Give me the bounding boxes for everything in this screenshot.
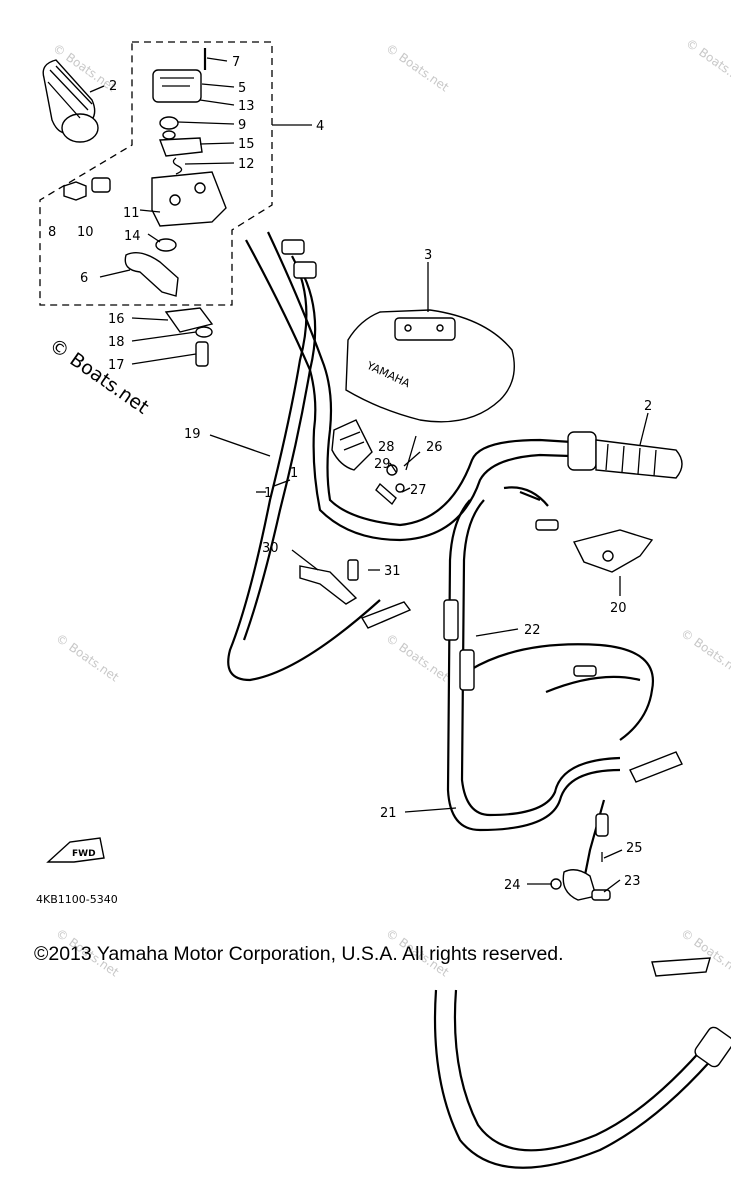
handlebar-cover: YAMAHA (345, 309, 515, 423)
callout-12: 12 (238, 157, 255, 172)
callout-7: 7 (232, 55, 240, 70)
leader-lines (89, 57, 649, 893)
callout-24: 24 (504, 878, 521, 893)
callout-20: 20 (610, 601, 627, 616)
cable-bracket (299, 559, 359, 605)
lever-bracket (572, 529, 654, 573)
throttle-cables (227, 239, 412, 682)
callout-18: 18 (108, 335, 125, 350)
callout-9: 9 (238, 118, 246, 133)
throttle-assembly-outline (39, 41, 273, 306)
callout-31: 31 (384, 564, 401, 579)
callout-11: 11 (123, 206, 140, 221)
callout-26: 26 (426, 440, 443, 455)
watermark: © Boats.net (683, 36, 731, 90)
callout-2: 2 (109, 79, 117, 94)
brake-cables (443, 486, 683, 832)
watermark: © Boats.net (678, 626, 731, 680)
callout-29: 29 (374, 457, 391, 472)
throttle-housing-parts (63, 48, 227, 367)
callout-17: 17 (108, 358, 125, 373)
callout-23: 23 (624, 874, 641, 889)
watermark: © Boats.net (383, 631, 451, 685)
callout-1: 1 (290, 466, 298, 481)
fwd-label: FWD (72, 849, 96, 859)
callout-10: 10 (77, 225, 94, 240)
callout-3: 3 (424, 248, 432, 263)
callout-21: 21 (380, 806, 397, 821)
callout-6: 6 (80, 271, 88, 286)
brake-linkage (550, 799, 611, 901)
callout-8: 8 (48, 225, 56, 240)
callout-14: 14 (124, 229, 141, 244)
callout-1: 1 (264, 486, 272, 501)
watermark: © Boats.net (383, 41, 451, 95)
left-grip (42, 59, 99, 143)
callout-4: 4 (316, 119, 324, 134)
callout-labels: 7 2 5 13 4 9 15 12 8 10 11 14 6 16 18 17… (48, 55, 652, 893)
part-code: 4KB1100-5340 (36, 893, 118, 906)
copyright-notice: ©2013 Yamaha Motor Corporation, U.S.A. A… (34, 943, 564, 965)
lower-cable-detail (433, 957, 731, 1169)
callout-22: 22 (524, 623, 541, 638)
callout-15: 15 (238, 137, 255, 152)
callout-13: 13 (238, 99, 255, 114)
watermark-main: © Boats.net (45, 334, 153, 419)
callout-19: 19 (184, 427, 201, 442)
lever-assembly (331, 419, 405, 506)
callout-2: 2 (644, 399, 652, 414)
callout-30: 30 (262, 541, 279, 556)
callout-27: 27 (410, 483, 427, 498)
callout-16: 16 (108, 312, 125, 327)
right-grip (567, 431, 683, 479)
watermark: © Boats.net (53, 631, 121, 685)
forward-arrow: FWD (46, 837, 105, 863)
callout-25: 25 (626, 841, 643, 856)
callout-5: 5 (238, 81, 246, 96)
callout-28: 28 (378, 440, 395, 455)
